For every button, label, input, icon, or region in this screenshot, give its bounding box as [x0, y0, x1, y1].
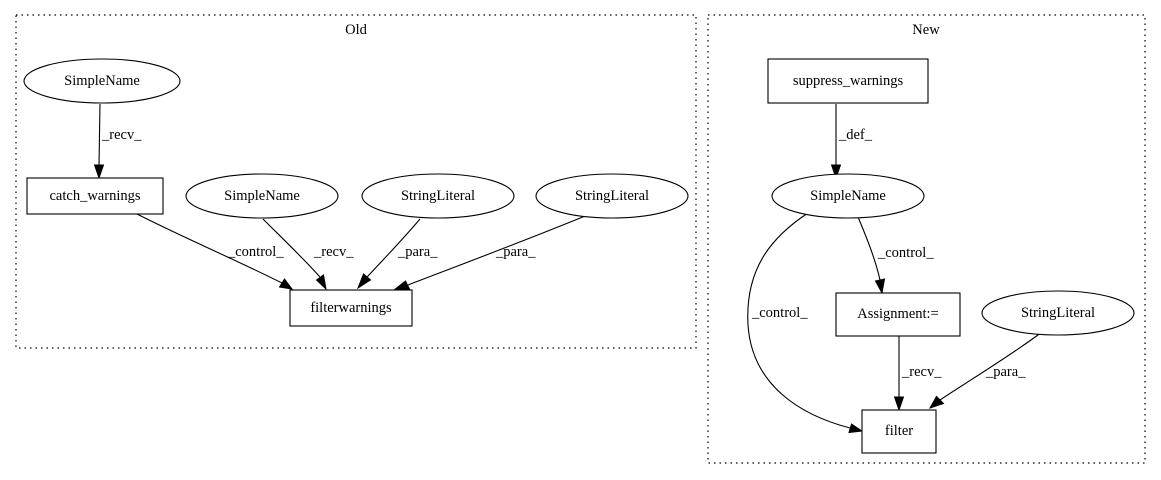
edge-control-simplename-to-assignment: _control_	[857, 216, 934, 295]
cluster-new-label: New	[912, 22, 940, 38]
node-label: suppress_warnings	[793, 73, 904, 89]
node-label: catch_warnings	[50, 188, 141, 204]
node-label: SimpleName	[64, 73, 140, 89]
edge-label: _para_	[397, 244, 438, 260]
edge-label: _recv_	[313, 244, 354, 260]
node-simplename: SimpleName	[185, 173, 339, 219]
edge-control-catch-warnings-to-filterwarnings: _control_	[134, 212, 294, 290]
edge-label: _recv_	[901, 364, 942, 380]
node-catch-warnings: catch_warnings	[26, 177, 164, 215]
edge-recv-simplename-to-catch-warnings: _recv_	[93, 103, 142, 180]
node-label: filter	[885, 423, 913, 439]
node-stringliteral: StringLiteral	[361, 173, 515, 219]
edge-label: _control_	[877, 245, 934, 261]
edge-label: _recv_	[101, 127, 142, 143]
node-label: SimpleName	[224, 188, 300, 204]
edge-recv-assignment-to-filter: _recv_	[893, 336, 942, 412]
cluster-new: New	[707, 14, 1146, 464]
node-simplename: SimpleName	[771, 173, 925, 219]
node-label: Assignment:=	[857, 306, 939, 322]
node-filter: filter	[861, 409, 937, 454]
node-label: StringLiteral	[401, 188, 475, 204]
edge-control-simplename-to-filter: _control_	[747, 212, 864, 434]
node-assignment: Assignment:=	[835, 292, 961, 337]
node-label: StringLiteral	[575, 188, 649, 204]
node-label: filterwarnings	[310, 300, 392, 316]
edge-label: _control_	[227, 244, 284, 260]
node-stringliteral: StringLiteral	[535, 173, 689, 219]
edge-label: _para_	[495, 244, 536, 260]
node-label: StringLiteral	[1021, 305, 1095, 321]
node-stringliteral: StringLiteral	[981, 290, 1135, 336]
edge-label: _def_	[838, 127, 873, 143]
edge-recv-simplename-to-filterwarnings: _recv_	[262, 218, 354, 291]
edge-def-suppress-warnings-to-simplename: _def_	[830, 104, 873, 180]
edge-label: _control_	[751, 305, 808, 321]
cluster-old: Old	[15, 14, 697, 349]
cluster-old-label: Old	[345, 22, 368, 38]
node-suppress-warnings: suppress_warnings	[767, 58, 929, 104]
node-label: SimpleName	[810, 188, 886, 204]
node-filterwarnings: filterwarnings	[289, 289, 413, 327]
edge-para-stringliteral-to-filter: _para_	[928, 331, 1043, 409]
node-simplename: SimpleName	[23, 58, 181, 104]
edge-label: _para_	[985, 364, 1026, 380]
edge-para-stringliteral1-to-filterwarnings: _para_	[356, 218, 438, 290]
